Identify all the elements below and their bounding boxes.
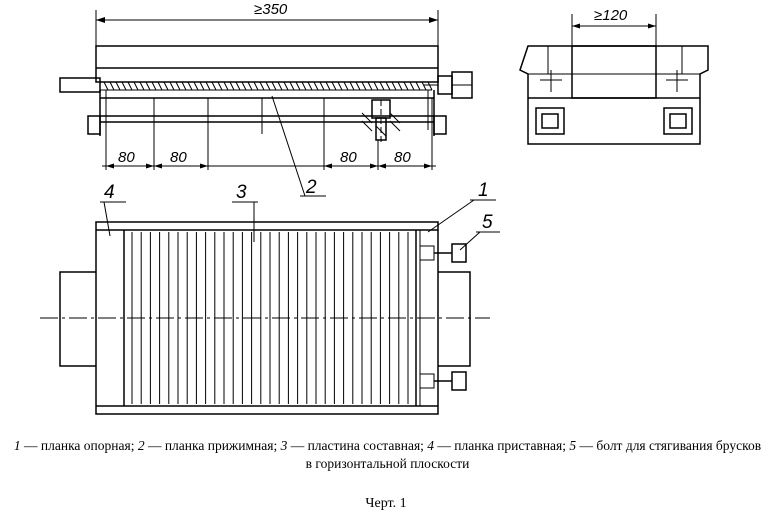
- legend: 1 — планка опорная; 2 — планка прижимная…: [10, 437, 765, 473]
- dimension-spacing-2: 80: [170, 149, 187, 166]
- callout-2: 2: [305, 177, 317, 198]
- dimension-spacing-1: 80: [118, 149, 135, 166]
- technical-drawing: ≥350 ≥120 80 80 80 80 2 4 3 1 5: [40, 1, 709, 415]
- legend-item-4: 4 — планка приставная;: [427, 438, 570, 453]
- callout-5: 5: [482, 212, 493, 233]
- dimension-end-width: ≥120: [594, 7, 628, 24]
- legend-item-3: 3 — пластина составная;: [280, 438, 428, 453]
- legend-item-5: 5 — болт для стягивания брусков в горизо…: [305, 438, 762, 471]
- dimension-overall-length: ≥350: [254, 1, 288, 18]
- legend-item-2: 2 — планка прижимная;: [137, 438, 281, 453]
- elevation-view: [59, 10, 473, 197]
- dimension-spacing-3: 80: [340, 149, 357, 166]
- figure-caption: Черт. 1: [365, 496, 407, 511]
- callout-4: 4: [104, 182, 115, 203]
- plan-view: [40, 199, 500, 415]
- callout-3: 3: [236, 182, 247, 203]
- end-view: [519, 14, 709, 145]
- legend-item-1: 1 — планка опорная;: [13, 438, 138, 453]
- callout-1: 1: [478, 180, 489, 201]
- dimension-spacing-4: 80: [394, 149, 411, 166]
